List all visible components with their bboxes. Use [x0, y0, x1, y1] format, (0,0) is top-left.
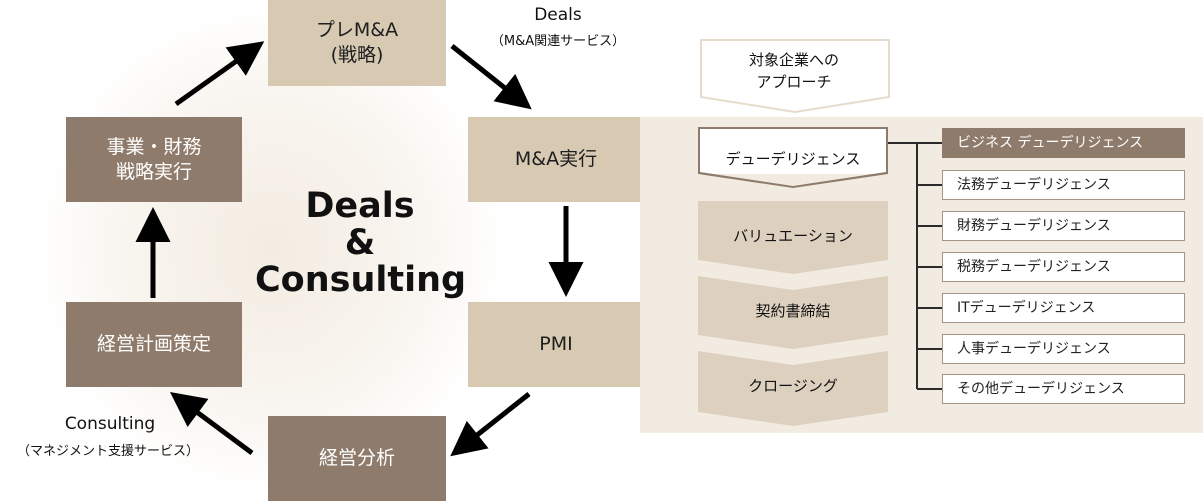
- ma-exec-box: M&A実行: [468, 117, 644, 202]
- pmi-box: PMI: [468, 302, 644, 387]
- dd-type-tax: 税務デューデリジェンス: [942, 252, 1185, 282]
- deals-note-sub: （M&A関連サービス）: [490, 34, 626, 49]
- step-contract: 契約書締結: [755, 302, 831, 320]
- approach-arrow-shape: [700, 39, 890, 113]
- arrow-pre-to-ma: [450, 44, 532, 110]
- dd-type-legal: 法務デューデリジェンス: [942, 170, 1185, 200]
- consulting-note-title: Consulting: [64, 414, 156, 434]
- center-glow: [40, 10, 500, 490]
- pre-ma-box: プレM&A (戦略): [268, 0, 446, 86]
- approach-label: 対象企業への アプローチ: [748, 51, 839, 91]
- consulting-note-sub: （マネジメント支援サービス）: [16, 444, 199, 459]
- dd-type-business: ビジネス デューデリジェンス: [942, 128, 1185, 158]
- step-due-diligence-box: [698, 127, 888, 174]
- arrow-strategy-to-pre: [174, 41, 265, 107]
- arrow-pmi-to-analysis: [450, 392, 531, 457]
- step-closing: クロージング: [748, 377, 838, 395]
- step-valuation: バリュエーション: [733, 227, 853, 245]
- center-title: Deals & Consulting: [255, 186, 467, 300]
- deals-note-title: Deals: [534, 5, 582, 25]
- dd-type-hr: 人事デューデリジェンス: [942, 334, 1185, 364]
- strategy-box: 事業・財務 戦略実行: [66, 117, 242, 202]
- dd-type-other: その他デューデリジェンス: [942, 374, 1185, 404]
- planning-box: 経営計画策定: [66, 302, 242, 387]
- arrow-analysis-to-planning: [169, 392, 254, 456]
- step-due-diligence: デューデリジェンス: [725, 150, 861, 168]
- dd-type-it: ITデューデリジェンス: [942, 293, 1185, 323]
- dd-type-financial: 財務デューデリジェンス: [942, 211, 1185, 241]
- analysis-box: 経営分析: [268, 416, 446, 501]
